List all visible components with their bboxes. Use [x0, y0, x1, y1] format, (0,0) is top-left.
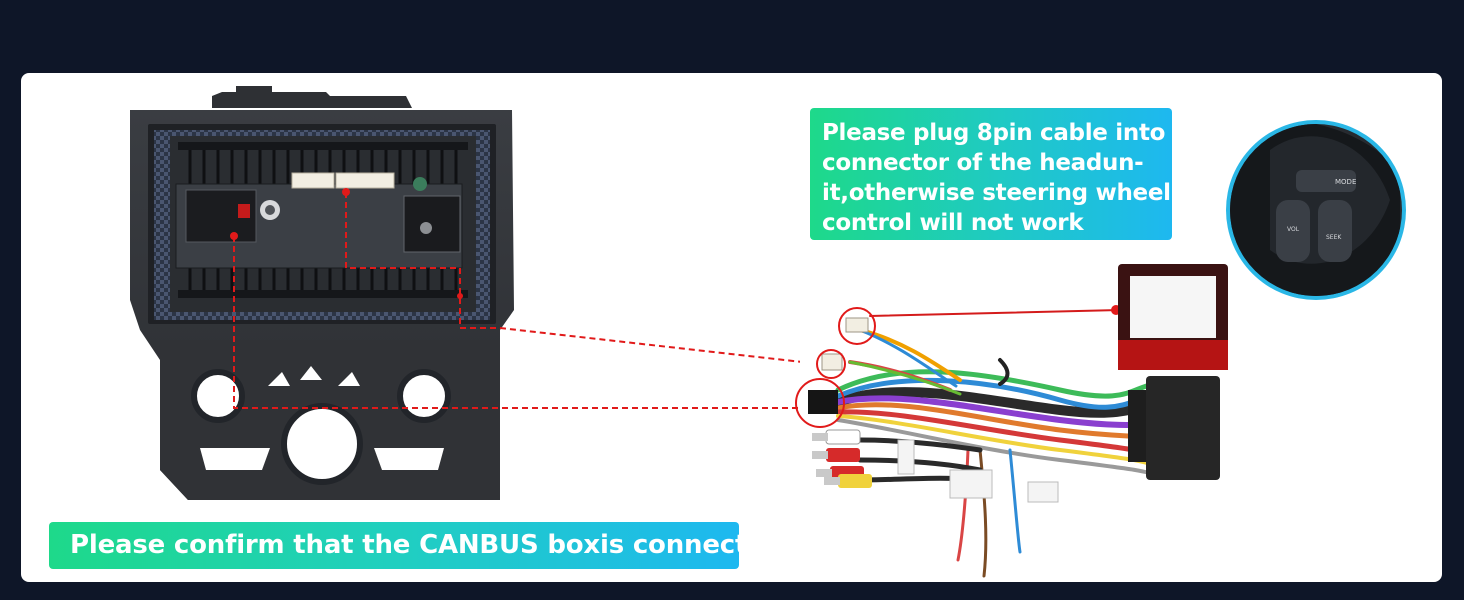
callout-line: control will not work	[822, 210, 1084, 236]
callout-line: Please plug 8pin cable into	[822, 120, 1166, 146]
canbus-box	[1118, 264, 1228, 370]
callout-line: it,otherwise steering wheel	[822, 180, 1171, 206]
head-unit	[130, 86, 514, 500]
instruction-callout: Please plug 8pin cable into connector of…	[810, 108, 1172, 240]
steering-wheel-inset	[1226, 120, 1406, 300]
canbus-confirm-banner: Please confirm that the CANBUS boxis con…	[49, 522, 783, 569]
guide-dots	[230, 188, 463, 299]
callout-line: connector of the headun-	[822, 150, 1144, 176]
steering-mode-label: MODE	[1335, 178, 1357, 186]
steering-vol-label: VOL	[1287, 226, 1300, 233]
steering-seek-label: SEEK	[1326, 234, 1342, 241]
